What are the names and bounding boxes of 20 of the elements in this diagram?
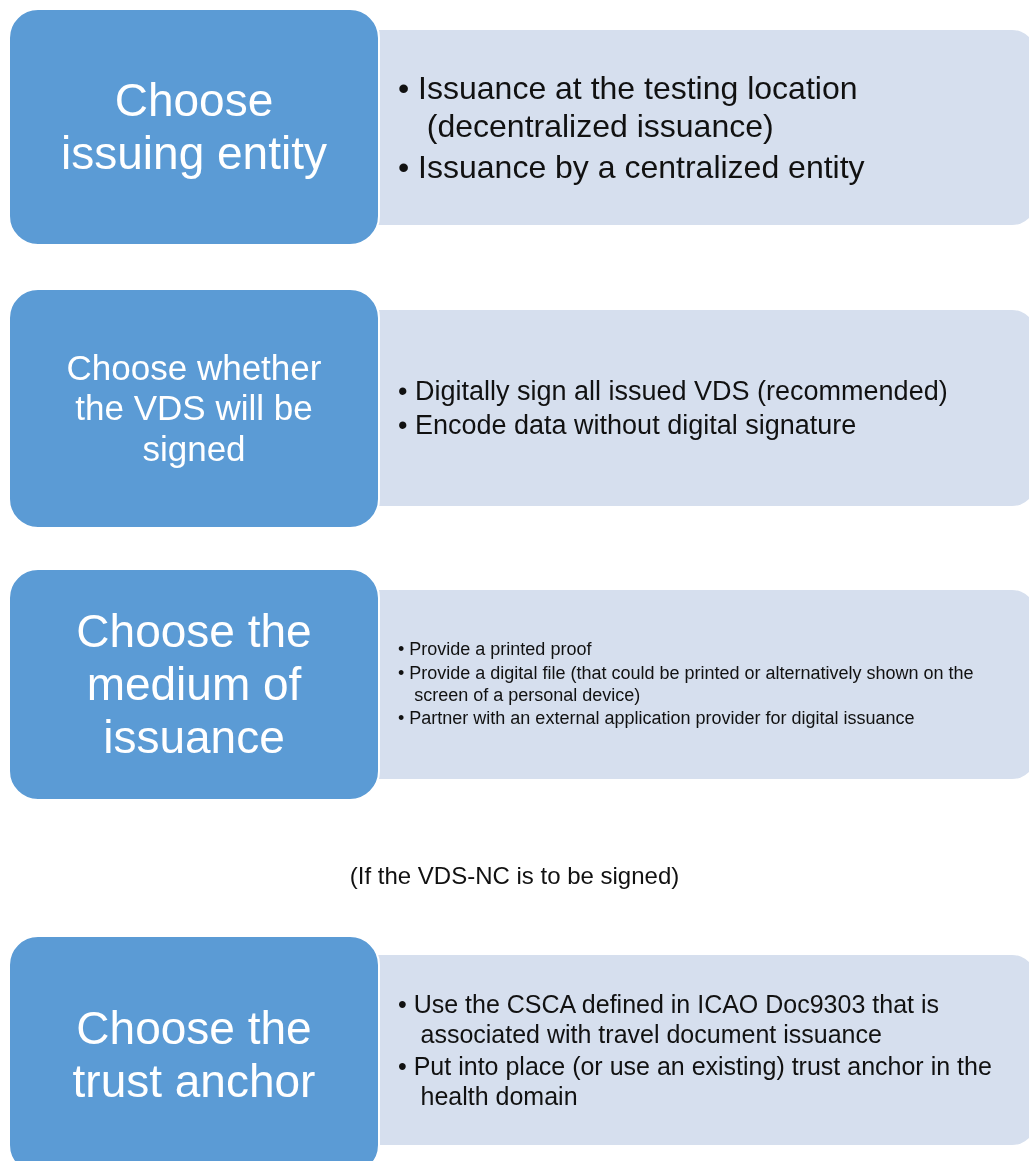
step-box <box>8 935 380 1161</box>
details-panel <box>376 30 1029 225</box>
step-box <box>8 8 380 246</box>
step-title: Choose the trust anchor <box>71 1002 317 1108</box>
details-panel <box>376 955 1029 1145</box>
bullet-item: • Digitally sign all issued VDS (recommended) <box>398 374 948 407</box>
bullet-item: • Encode data without digital signature <box>398 409 858 442</box>
bullet-item: • Provide a digital file (that could be printed or alternatively shown on the screen of a personal device) <box>398 662 975 707</box>
bullet-item: • Put into place (or use an existing) trust anchor in the health domain <box>398 1051 993 1111</box>
bullet-item: • Use the CSCA defined in ICAO Doc9303 that is associated with travel document issuance <box>398 989 940 1049</box>
step-box <box>8 568 380 801</box>
bullet-item: • Partner with an external application provider for digital issuance <box>398 708 916 730</box>
step-title: Choose the medium of issuance <box>75 605 313 764</box>
step-box <box>8 288 380 529</box>
condition-note: (If the VDS-NC is to be signed) <box>348 862 681 890</box>
bullet-item: • Provide a printed proof <box>398 639 593 661</box>
bullet-item: • Issuance at the testing location (decentralized issuance) <box>398 68 859 146</box>
step-title: Choose whether the VDS will be signed <box>65 348 323 469</box>
bullet-item: • Issuance by a centralized entity <box>398 147 866 187</box>
step-title: Choose issuing entity <box>60 74 328 180</box>
